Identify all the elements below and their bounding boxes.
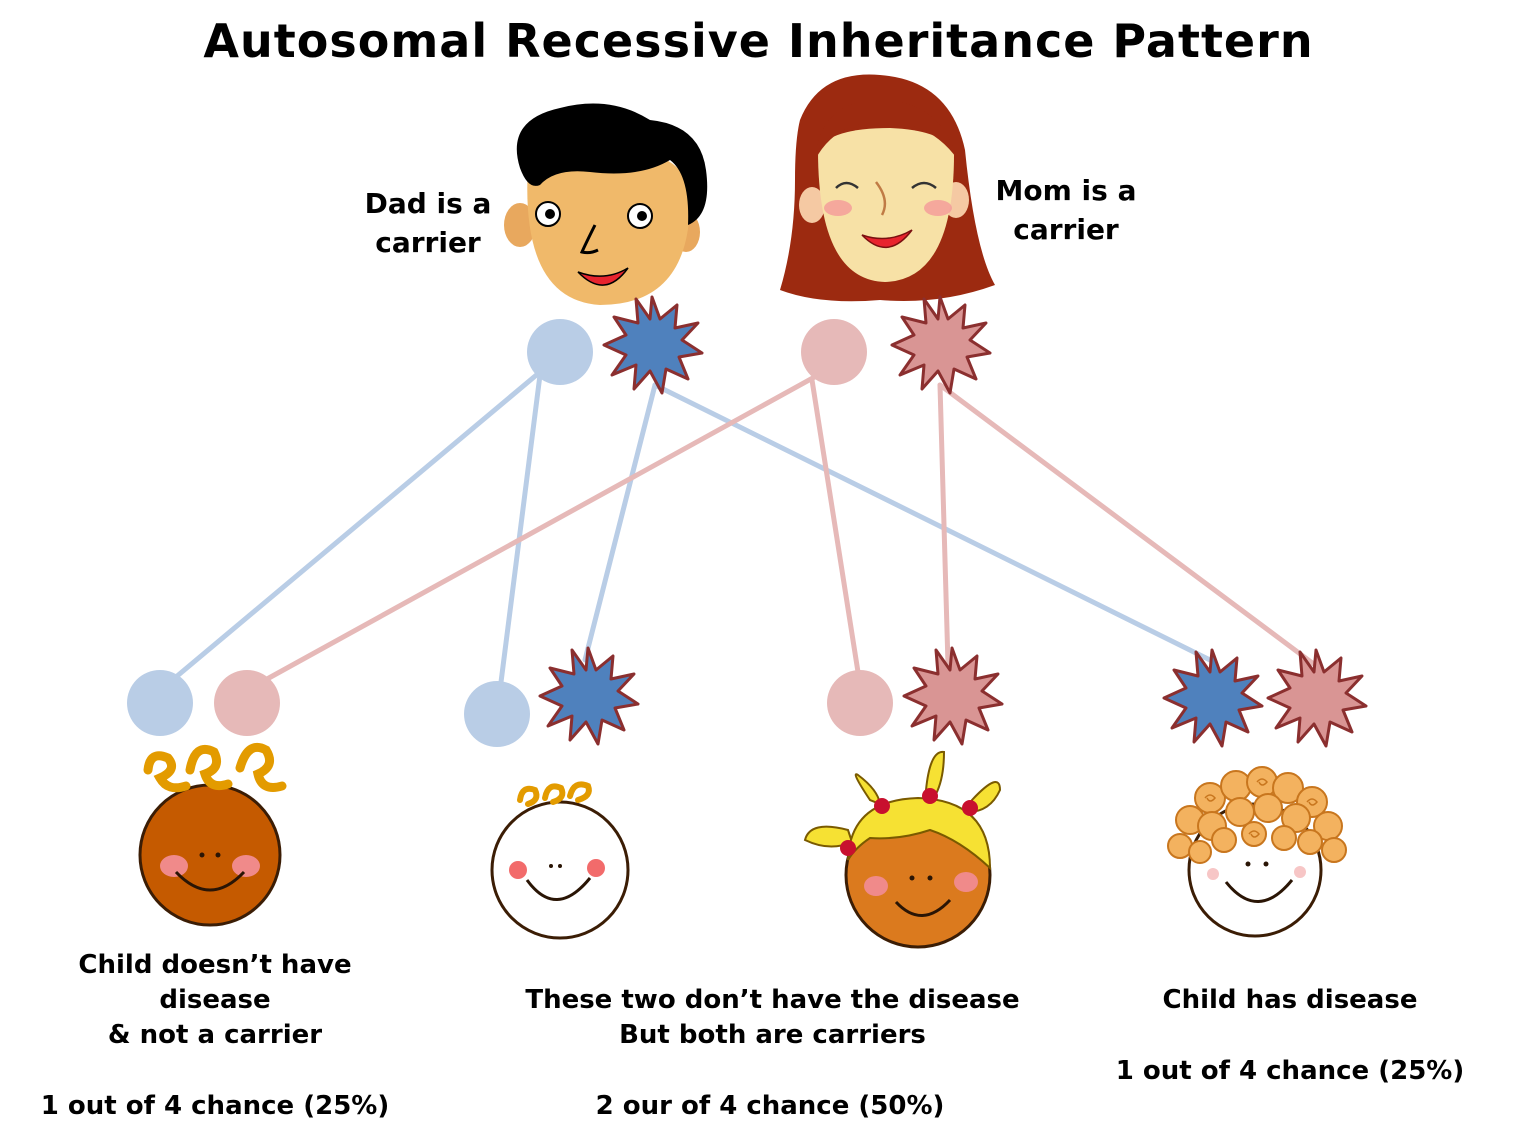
dad-label-line-1: Dad is a [364, 187, 492, 220]
mom-normal-to-child3-line [809, 377, 861, 675]
child-face-icon-4 [1167, 766, 1347, 938]
child1-description: Child doesn’t have disease & not a carri… [40, 948, 390, 1053]
mom-carrier-to-child3-line [937, 382, 951, 668]
dad-carrier-gene-icon [602, 295, 704, 395]
dad-face-icon [504, 103, 708, 305]
dad-carrier-to-child2-line [582, 382, 658, 663]
child-face-icon-2 [490, 781, 630, 940]
child-face-icon-1 [138, 742, 287, 927]
mom-carrier-gene-icon [890, 295, 992, 395]
diagram-title: Autosomal Recessive Inheritance Pattern [203, 14, 1314, 68]
dad-genes [527, 295, 704, 395]
child1-description-line-1: Child doesn’t have [78, 950, 352, 980]
inheritance-lines [167, 369, 1318, 693]
mom-face-icon [780, 74, 995, 302]
child1-description-line-2: disease [159, 985, 271, 1015]
child1-description-line-3: & not a carrier [107, 1020, 323, 1050]
dad-carrier-to-child4-line [652, 382, 1213, 663]
dad-normal-gene-icon [527, 319, 593, 385]
carrier-children-description-line-2: But both are carriers [619, 1020, 926, 1050]
child3-genes [827, 646, 1004, 746]
child1-dad-normal-gene-icon [127, 670, 193, 736]
child2-dad-normal-gene-icon [464, 681, 530, 747]
child-face-icon-3 [803, 750, 1002, 949]
child1-mom-normal-gene-icon [214, 670, 280, 736]
mom-label-line-1: Mom is a [995, 174, 1137, 207]
mom-genes [801, 295, 992, 395]
child1-chance: 1 out of 4 chance (25%) [40, 1091, 390, 1121]
mom-normal-gene-icon [801, 319, 867, 385]
child2-mom-carrier-gene-icon [538, 646, 640, 746]
dad-label: Dad is a carrier [338, 184, 518, 262]
child4-chance: 1 out of 4 chance (25%) [1115, 1056, 1465, 1086]
mom-normal-to-child1-line [255, 371, 823, 687]
carrier-children-chance: 2 our of 4 chance (50%) [595, 1091, 945, 1121]
dad-normal-to-child1-line [167, 369, 543, 685]
child3-mom-normal-gene-icon [827, 670, 893, 736]
carrier-children-description: These two don’t have the disease But bot… [490, 983, 1055, 1053]
child4-genes [1162, 648, 1264, 748]
child4-description: Child has disease [1162, 985, 1418, 1015]
child4-genes-mom [1266, 648, 1368, 748]
dad-normal-to-child2-line [497, 372, 543, 693]
child4-mom-carrier-gene-icon [1266, 648, 1368, 748]
child3-carrier-gene-icon [902, 646, 1004, 746]
child1-genes [127, 670, 280, 736]
mom-label: Mom is a carrier [975, 171, 1157, 249]
child2-genes [464, 646, 640, 747]
child4-dad-carrier-gene-icon [1162, 648, 1264, 748]
dad-label-line-2: carrier [375, 226, 481, 259]
carrier-children-description-line-1: These two don’t have the disease [525, 985, 1020, 1015]
mom-label-line-2: carrier [1013, 213, 1119, 246]
mom-carrier-to-child4-line [937, 382, 1318, 668]
